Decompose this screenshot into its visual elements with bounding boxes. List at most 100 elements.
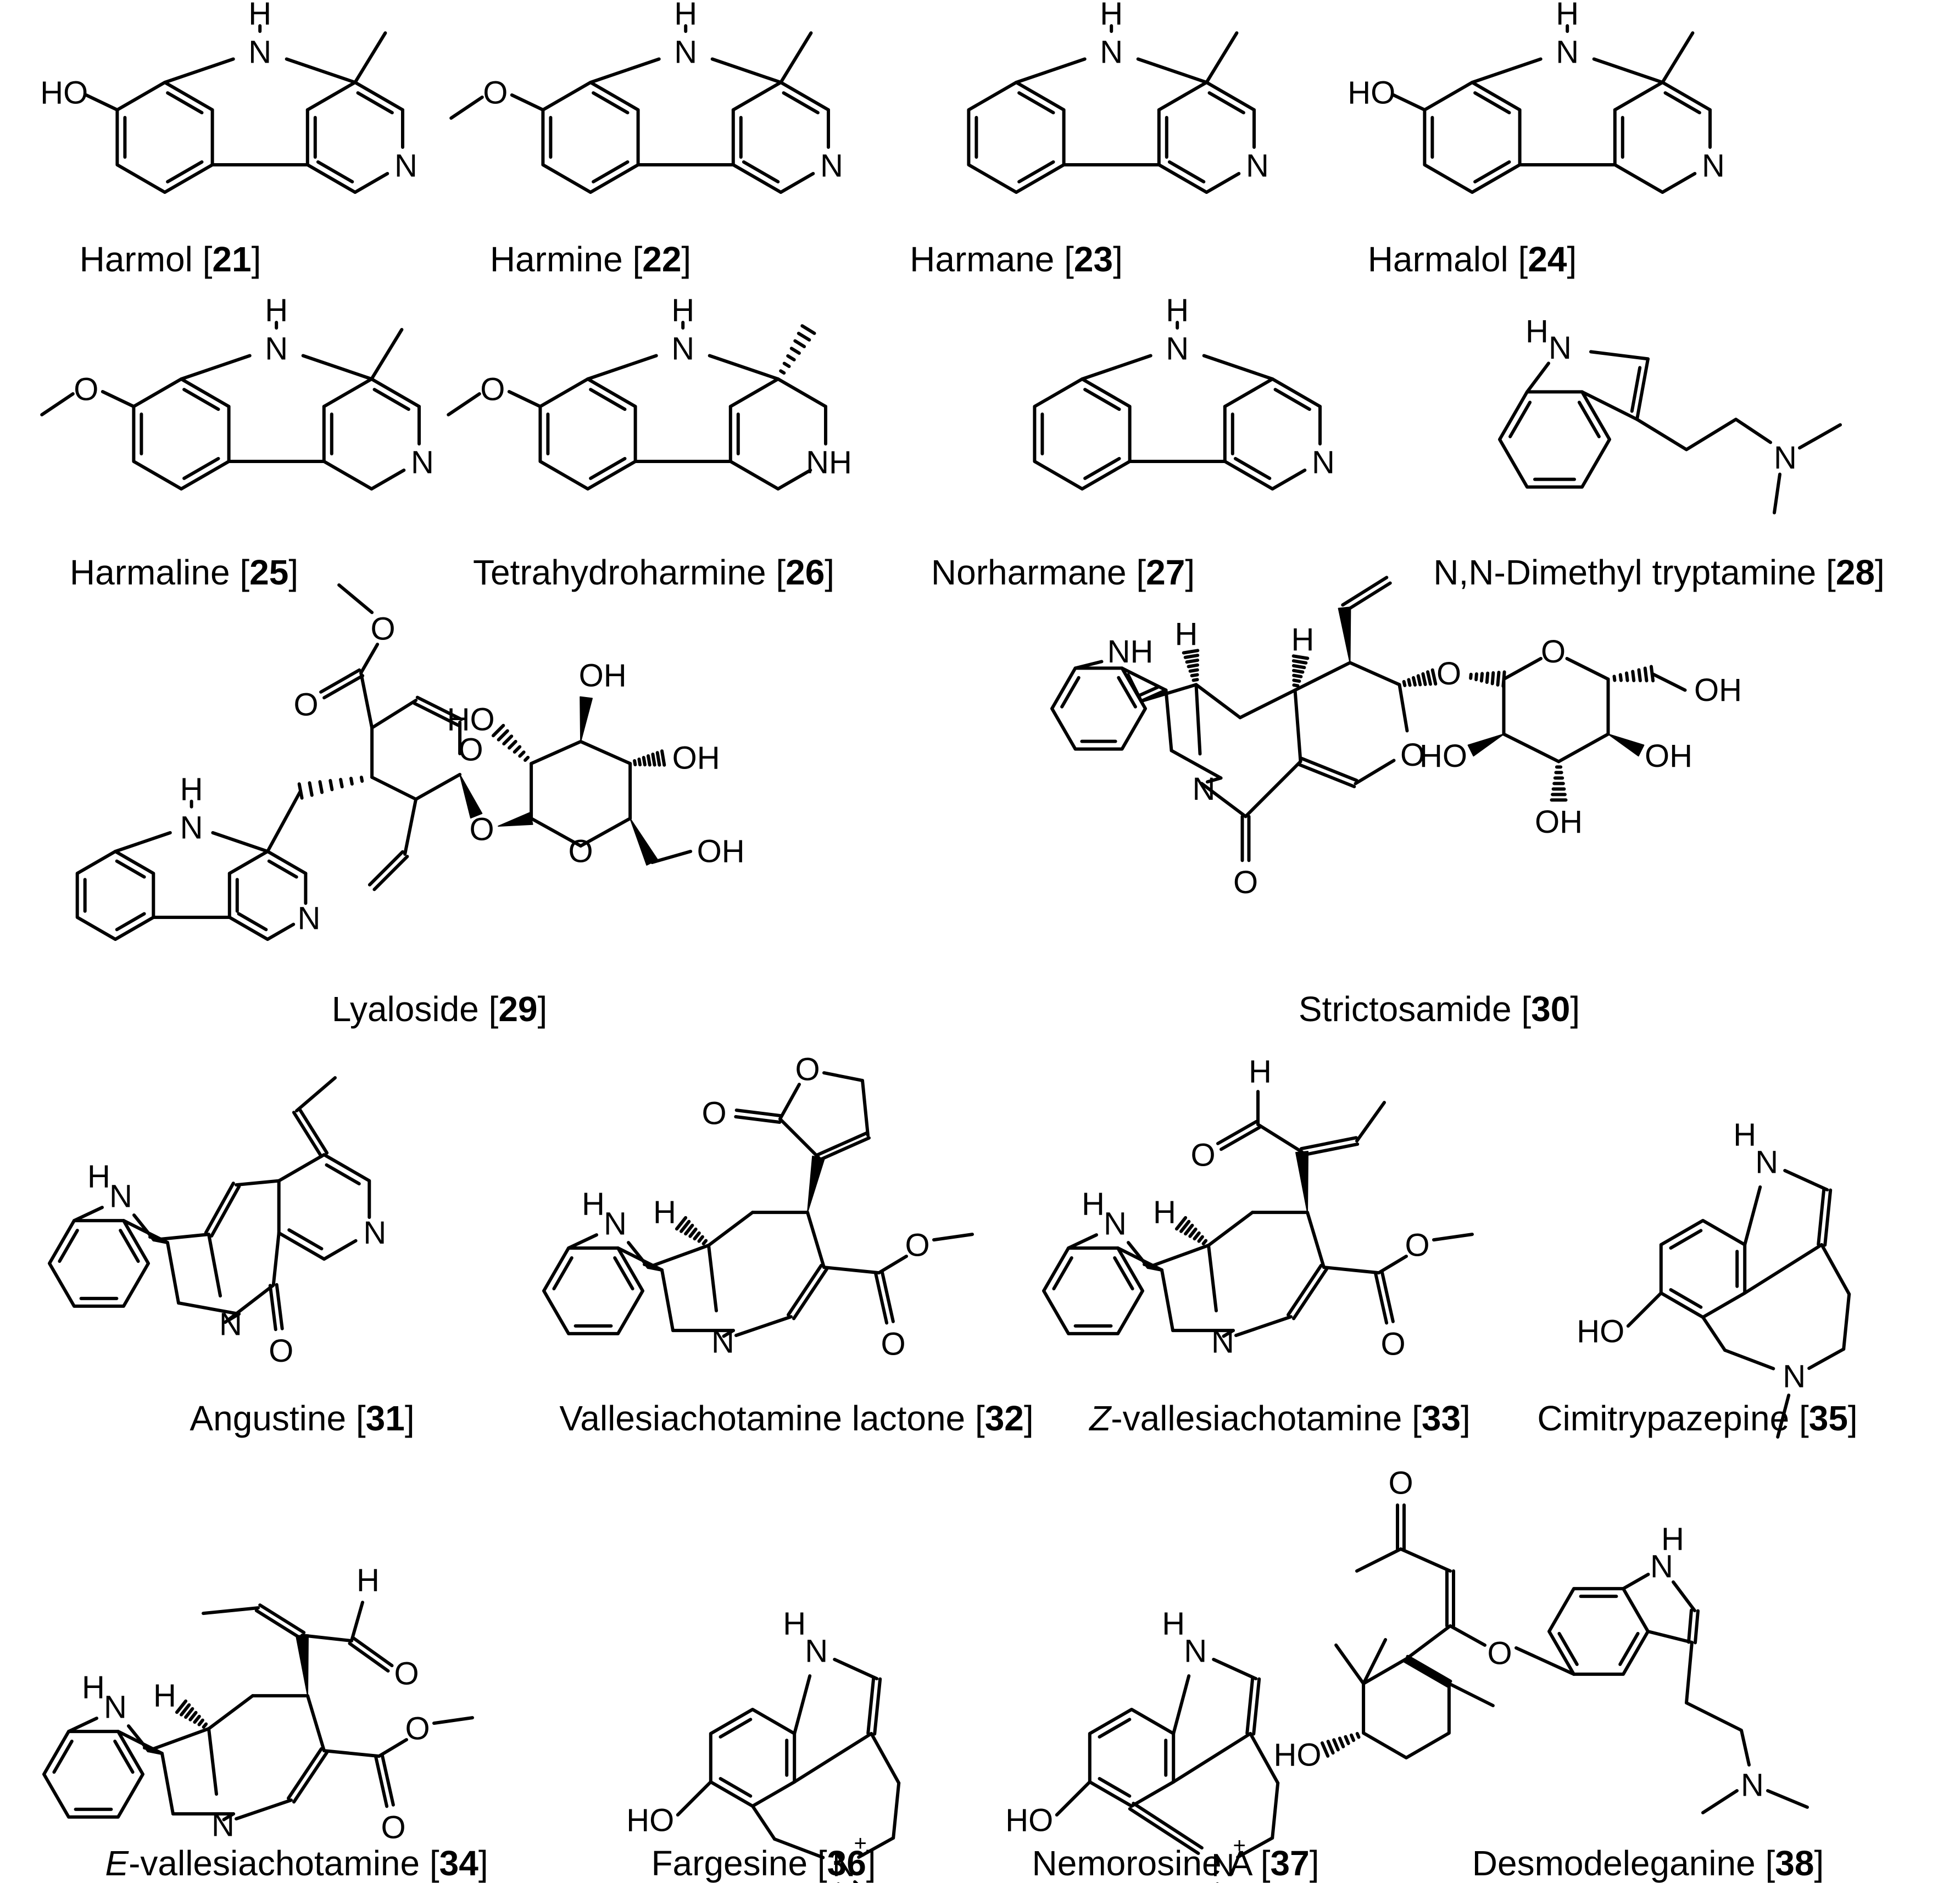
compound-caption: Lyaloside [29] xyxy=(331,989,548,1029)
indole-nitrogen-label: N xyxy=(671,331,694,367)
carbonyl-oxygen-label: O xyxy=(881,1327,905,1362)
hydroxy-label: HO xyxy=(1005,1803,1053,1839)
caption-name: Fargesine xyxy=(651,1843,817,1883)
compound-caption: Z-vallesiachotamine [33] xyxy=(1089,1399,1471,1438)
indole-nitrogen-label: N xyxy=(265,331,288,367)
hydroxy-label: OH xyxy=(672,740,720,776)
hydroxy-label: HO xyxy=(1577,1314,1624,1350)
lactam-nitrogen-label: N xyxy=(1193,771,1216,807)
caption-name: Harmol xyxy=(79,239,203,279)
ring-oxygen-label: O xyxy=(459,732,483,768)
lactam-oxygen-label: O xyxy=(1233,865,1258,900)
stereo-hydrogen-label: H xyxy=(1291,622,1315,658)
nitrogen-label: N xyxy=(394,148,417,184)
nitrogen-label: N xyxy=(1246,148,1269,184)
caption-name: Harmalol xyxy=(1367,239,1518,279)
caption-isomer-prefix: Z xyxy=(1089,1399,1111,1438)
indole-hydrogen-label: H xyxy=(1162,1606,1185,1642)
enamine-nitrogen-label: N xyxy=(1211,1324,1234,1360)
caption-compound-number: 25 xyxy=(249,553,289,592)
pyran-oxygen-label: O xyxy=(1400,737,1425,773)
nitrogen-label: N xyxy=(297,901,320,937)
stereo-hydrogen-label: H xyxy=(153,1678,176,1714)
indole-nitrogen-label: N xyxy=(1104,1206,1127,1242)
hydroxy-label: OH xyxy=(1694,672,1742,708)
caption-name: -vallesiachotamine xyxy=(1111,1399,1412,1438)
caption-name: Tetrahydroharmine xyxy=(472,553,776,592)
nitrogen-label: NH xyxy=(806,445,852,481)
indole-nitrogen-label: N xyxy=(1755,1145,1778,1180)
indole-hydrogen-label: H xyxy=(82,1670,105,1706)
caption-compound-number: 30 xyxy=(1531,989,1571,1029)
indole-hydrogen-label: H xyxy=(87,1159,110,1195)
compound-caption: Nemorosine A [37] xyxy=(1032,1843,1319,1883)
compound-caption: Fargesine [36] xyxy=(651,1843,876,1883)
lactone-carbonyl-oxygen-label: O xyxy=(701,1096,726,1132)
aldehyde-oxygen-label: O xyxy=(394,1656,419,1692)
indole-nitrogen-label: N xyxy=(1184,1634,1207,1669)
compound-caption: Angustine [31] xyxy=(190,1399,415,1438)
compound-caption: Norharmane [27] xyxy=(931,553,1195,592)
lactam-oxygen-label: O xyxy=(269,1333,293,1369)
caption-name: Desmodeleganine xyxy=(1472,1843,1766,1883)
indole-nitrogen-label: N xyxy=(805,1634,828,1669)
structure-norharmane: NNH xyxy=(1033,293,1335,491)
amine-nitrogen-label: N xyxy=(1741,1768,1764,1803)
caption-compound-number: 24 xyxy=(1528,239,1567,279)
hydroxy-label: OH xyxy=(579,658,627,694)
caption-name: Harmane xyxy=(910,239,1065,279)
carbonyl-oxygen-label: O xyxy=(294,687,319,723)
aldehyde-oxygen-label: O xyxy=(1190,1138,1215,1173)
hydroxy-label: HO xyxy=(40,75,88,111)
caption-compound-number: 34 xyxy=(439,1843,478,1883)
caption-compound-number: 32 xyxy=(984,1399,1024,1438)
indole-hydrogen-label: H xyxy=(1525,314,1549,349)
structure-harmane: NNH xyxy=(967,0,1269,194)
caption-compound-number: 35 xyxy=(1808,1399,1848,1438)
compound-caption: Strictosamide [30] xyxy=(1298,989,1580,1029)
indole-hydrogen-label: H xyxy=(1661,1522,1684,1557)
hydroxy-label: HO xyxy=(447,702,495,738)
caption-name: Harmaline xyxy=(69,553,240,592)
hydroxy-label: HO xyxy=(626,1803,674,1839)
caption-compound-number: 38 xyxy=(1775,1843,1814,1883)
nitrogen-label: N xyxy=(820,148,843,184)
ester-oxygen-label: O xyxy=(1405,1228,1429,1263)
hydroxy-label: HO xyxy=(1419,738,1467,774)
structure-nemorosine-a: NHN+HO xyxy=(1005,1606,1280,1883)
caption-compound-number: 23 xyxy=(1073,239,1113,279)
methoxy-oxygen-label: O xyxy=(483,75,508,111)
caption-name: Nemorosine A xyxy=(1032,1843,1261,1883)
caption-compound-number: 22 xyxy=(642,239,682,279)
indole-hydrogen-label: H xyxy=(783,1606,806,1642)
methoxy-oxygen-label: O xyxy=(480,372,505,408)
glycosidic-oxygen-label: O xyxy=(1436,656,1461,692)
indole-nitrogen-label: N xyxy=(1556,35,1579,70)
amine-nitrogen-label: N xyxy=(1774,440,1797,476)
hydroxy-label: OH xyxy=(1535,804,1583,840)
indole-nitrogen-label: N xyxy=(674,35,697,70)
carbonyl-oxygen-label: O xyxy=(381,1810,405,1846)
caption-compound-number: 37 xyxy=(1270,1843,1310,1883)
iminium-nitrogen-label: N xyxy=(1211,1848,1234,1883)
ester-oxygen-label: O xyxy=(371,611,396,647)
compound-caption: Tetrahydroharmine [26] xyxy=(472,553,835,592)
hydroxy-label: OH xyxy=(1645,738,1692,774)
aldehyde-hydrogen-label: H xyxy=(357,1563,380,1598)
caption-isomer-prefix: E xyxy=(105,1843,129,1883)
caption-compound-number: 31 xyxy=(365,1399,405,1438)
compound-caption: Desmodeleganine [38] xyxy=(1472,1843,1824,1883)
compound-caption: Cimitrypazepine [35] xyxy=(1537,1399,1858,1438)
indole-hydrogen-label: H xyxy=(1082,1186,1105,1222)
compound-caption: Harmine [22] xyxy=(489,239,692,279)
ether-oxygen-label: O xyxy=(1487,1636,1512,1672)
hydroxy-label: HO xyxy=(1274,1737,1322,1773)
